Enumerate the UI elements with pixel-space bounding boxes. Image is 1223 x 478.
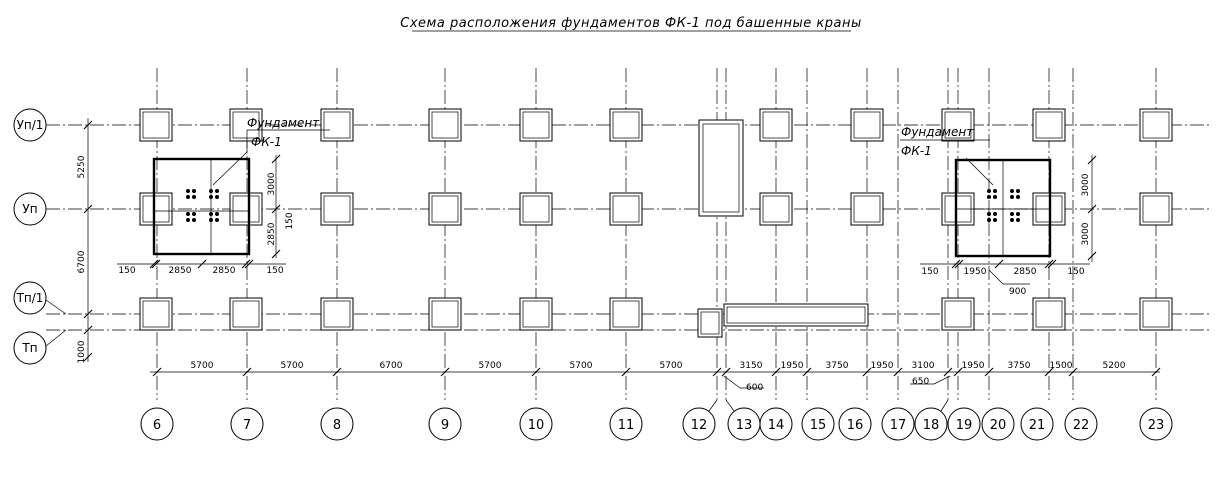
fk-right-dim-900: 900 [1009,287,1026,297]
callout-left-line2: ФК-1 [251,135,282,149]
axis-label-17: 17 [890,418,907,433]
anchor-bolts-right-bottom [987,212,1020,222]
dim-6-7: 5700 [191,361,214,371]
dim-13-14: 3150 [740,361,763,371]
axis-label-16: 16 [847,418,864,433]
axis-label-8: 8 [333,418,341,433]
column-axis-bubbles: 6 7 8 9 10 11 12 13 14 15 16 17 18 19 20… [140,399,1173,441]
anchor-bolts-left-top [186,189,219,199]
dim-21-22: 1500 [1050,361,1073,371]
fk-left-dim-2850-b: 2850 [213,266,236,276]
axis-label-11: 11 [618,418,635,433]
dim-20-21: 3750 [1008,361,1031,371]
foundation-fk1-right: Фундамент ФК-1 150 1950 2850 150 900 300… [900,125,1097,297]
fk-right-dim-2850: 2850 [1014,267,1037,277]
axis-label-7: 7 [243,418,251,433]
axis-label-9: 9 [441,418,449,433]
bottom-dimension-chain: 5700 5700 6700 5700 5700 5700 3150 1950 … [150,361,1161,393]
fk-left-dim-150-a: 150 [118,266,135,276]
anchor-bolts-right-top [987,189,1020,199]
dim-17-18: 3100 [912,361,935,371]
row-bubble-up1 [13,108,47,142]
callout-right-line1: Фундамент [901,125,974,139]
dim-8-9: 6700 [380,361,403,371]
columns-row-tp1 [139,297,1173,331]
columns-row-up [139,192,1173,226]
dim-12-13-600: 600 [746,383,763,393]
axis-label-22: 22 [1073,418,1090,433]
fk-left-dim-2850-v: 2850 [267,222,277,245]
row-bubble-tp [13,331,47,365]
fk-left-dim-2850-a: 2850 [169,266,192,276]
dim-11-12: 5700 [660,361,683,371]
fk-right-dim-150-b: 150 [1067,267,1084,277]
foundation-fk1-left: Фундамент ФК-1 150 2850 2850 150 3000 28… [117,116,330,276]
dim-left-5250: 5250 [77,155,87,178]
axis-label-10: 10 [528,418,545,433]
row-bubble-up [13,192,47,226]
axis-label-18: 18 [923,418,940,433]
axis-label-6: 6 [153,418,161,433]
axis-label-13: 13 [736,418,753,433]
fk-right-dim-3000-a: 3000 [1081,173,1091,196]
dim-left-1000: 1000 [77,340,87,363]
long-structural-elements [697,119,869,338]
axis-label-12: 12 [691,418,708,433]
small-column-element [697,308,723,338]
fk1-left-outline [152,157,251,256]
dim-16-17: 1950 [871,361,894,371]
axis-label-15: 15 [810,418,827,433]
row-axis-bubbles: Уп/1 Уп Тп/1 Тп [13,108,67,365]
long-beam-element [723,303,869,327]
axis-label-14: 14 [768,418,785,433]
fk-left-dim-150-b: 150 [266,266,283,276]
row-label-tp1: Тп/1 [16,291,44,305]
dim-left-6700: 6700 [77,250,87,273]
row-label-up1: Уп/1 [17,118,44,132]
dim-19-20: 1950 [962,361,985,371]
fk-right-dim-1950: 1950 [964,267,987,277]
fk-right-dim-3000-b: 3000 [1081,222,1091,245]
fk-right-dim-150-a: 150 [921,267,938,277]
dim-14-15: 1950 [781,361,804,371]
left-dimension-chain: 5250 6700 1000 [77,118,93,363]
axis-label-19: 19 [956,418,973,433]
callout-right-line2: ФК-1 [901,144,932,158]
dim-18-19-650: 650 [912,377,929,387]
dim-15-16: 3750 [826,361,849,371]
row-label-up: Уп [22,202,37,216]
row-label-tp: Тп [21,341,37,355]
fk-left-dim-3000: 3000 [267,172,277,195]
dim-7-8: 5700 [281,361,304,371]
axis-label-20: 20 [990,418,1007,433]
anchor-bolts-left-bottom [186,212,219,222]
axis-label-21: 21 [1029,418,1046,433]
axis-label-23: 23 [1148,418,1165,433]
dim-22-23: 5200 [1103,361,1126,371]
dim-10-11: 5700 [570,361,593,371]
tall-wall-element [698,119,744,217]
row-bubble-tp1 [13,281,47,315]
drawing-title: Схема расположения фундаментов ФК-1 под … [400,16,861,31]
dim-9-10: 5700 [479,361,502,371]
columns-row-up1 [139,108,1173,142]
callout-left-line1: Фундамент [247,116,320,130]
fk-left-dim-150-v: 150 [285,212,295,229]
